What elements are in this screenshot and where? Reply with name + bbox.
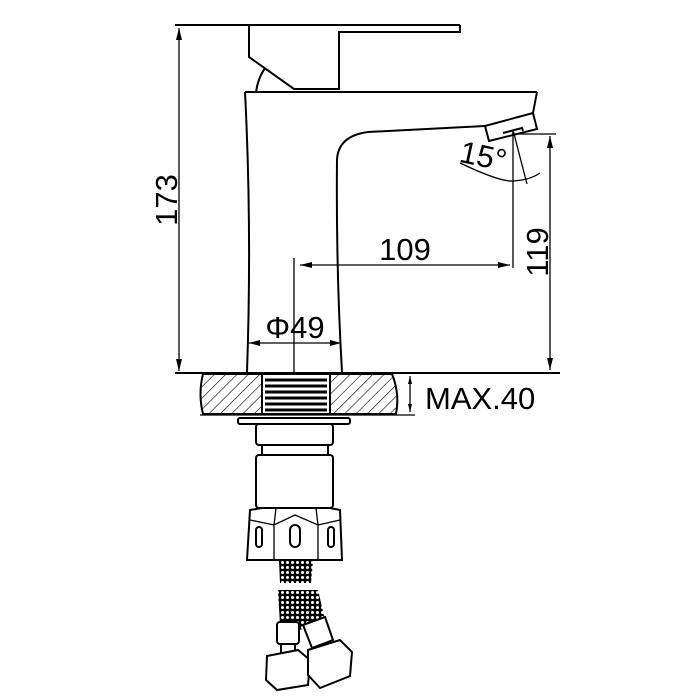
- faucet-handle: [175, 24, 461, 93]
- countertop-section: [199, 373, 415, 416]
- hose-mesh: [279, 561, 313, 583]
- aerator: [483, 111, 539, 143]
- reach-label: 109: [379, 232, 431, 267]
- spout-height-dimension: 119: [512, 130, 556, 370]
- base-diameter-label: Φ49: [265, 310, 324, 345]
- hose-mesh: [278, 590, 325, 630]
- base-diameter-dimension: Φ49: [249, 310, 341, 346]
- spout-angle-label: 15°: [457, 134, 510, 178]
- height-dimension: 173: [149, 28, 184, 371]
- hose-nut: [264, 648, 312, 692]
- hose-nut: [307, 638, 354, 690]
- max-thickness-label: MAX.40: [425, 381, 535, 416]
- max-thickness-dimension: MAX.40: [408, 376, 535, 416]
- mounting-assembly: [237, 417, 354, 692]
- reach-dimension: 109: [293, 232, 510, 372]
- height-label: 173: [149, 174, 184, 226]
- faucet-body: [244, 91, 539, 373]
- spout-height-label: 119: [520, 227, 555, 276]
